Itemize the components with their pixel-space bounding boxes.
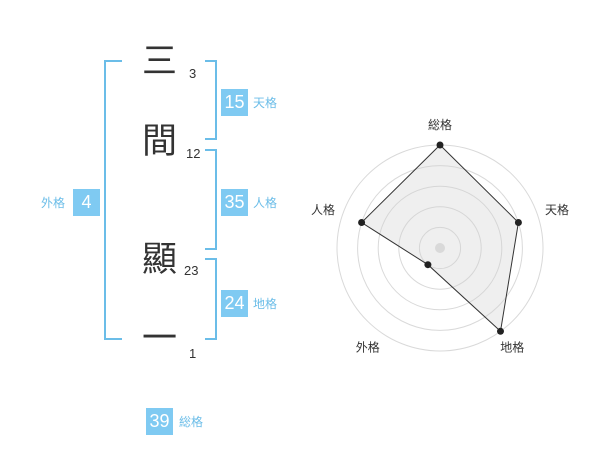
name-char-4: 一: [142, 319, 178, 359]
radar-ring-3: [377, 185, 503, 311]
gaikaku-label: 外格: [41, 196, 66, 210]
stroke-count-2: 12: [186, 146, 201, 161]
name-char-3: 顯: [142, 240, 178, 280]
gaikaku-value: 4: [73, 189, 100, 216]
chikaku-bracket: [205, 258, 217, 340]
tenkaku-label: 天格: [253, 96, 278, 110]
stroke-count-3: 23: [184, 263, 199, 278]
radar-ring-1: [418, 226, 462, 270]
radar-axis-label-2: 天格: [545, 202, 569, 217]
name-char-2: 間: [142, 122, 178, 162]
radar-point-1: [436, 141, 444, 149]
chikaku-value: 24: [221, 290, 248, 317]
radar-axis-label-4: 外格: [356, 340, 380, 355]
soukaku-label: 総格: [179, 415, 204, 429]
gaikaku-bracket: [104, 60, 122, 340]
soukaku-value: 39: [146, 408, 173, 435]
jinkaku-value: 35: [221, 189, 248, 216]
radar-point-5: [358, 219, 366, 226]
radar-series: [360, 144, 519, 333]
radar-axis-label-5: 人格: [311, 202, 335, 217]
radar-point-3: [497, 327, 504, 335]
stroke-count-4: 1: [189, 346, 197, 361]
radar-ring-2: [398, 206, 482, 290]
jinkaku-label: 人格: [253, 196, 278, 210]
jinkaku-bracket: [205, 149, 217, 250]
radar-center: [435, 243, 445, 253]
tenkaku-value: 15: [221, 89, 248, 116]
radar-ring-4: [357, 165, 523, 331]
tenkaku-bracket: [205, 60, 217, 140]
chikaku-label: 地格: [253, 297, 278, 311]
stroke-count-1: 3: [189, 66, 197, 81]
radar-axis-label-3: 地格: [500, 340, 524, 355]
name-char-1: 三: [142, 42, 178, 82]
radar-axis-label-1: 総格: [428, 117, 452, 132]
radar-point-4: [424, 261, 432, 269]
radar-point-2: [514, 219, 522, 226]
